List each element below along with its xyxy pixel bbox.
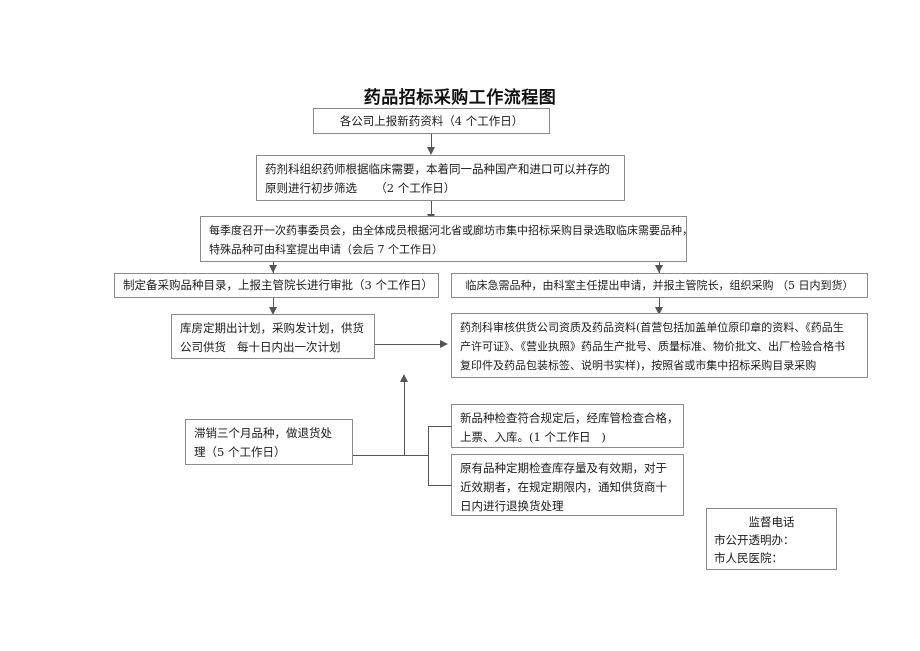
arrow-up-icon <box>400 374 408 382</box>
supervision-hospital-line: 市人民医院： <box>714 551 783 565</box>
connector-branch-join <box>428 426 429 486</box>
node-line: 理（5 个工作日） <box>194 445 286 459</box>
arrow-right-icon <box>440 340 448 348</box>
node-procurement-catalog-approval: 制定备采购品种目录，上报主管院长进行审批（3 个工作日） <box>114 273 439 298</box>
connector-n2-n3 <box>431 201 432 215</box>
node-urgent-clinical-items: 临床急需品种，由科室主任提出申请，并报主管院长，组织采购 （5 日内到货） <box>451 273 868 298</box>
connector-n9-branch <box>428 485 452 486</box>
node-line: 滞销三个月品种，做退货处 <box>194 426 332 440</box>
node-slow-moving-return: 滞销三个月品种，做退货处 理（5 个工作日） <box>185 419 353 465</box>
supervision-title: 监督电话 <box>748 515 795 529</box>
node-warehouse-plan-supply: 库房定期出计划，采购发计划，供货 公司供货 每十日内出一次计划 <box>171 314 375 359</box>
arrow-down-icon <box>655 265 663 273</box>
arrow-down-icon <box>655 307 663 315</box>
connector-n1-n2 <box>431 134 432 148</box>
node-line: 新品种检查符合规定后，经库管检查合格， <box>460 411 679 425</box>
arrow-down-icon <box>269 265 277 273</box>
node-line: 库房定期出计划，采购发计划，供货 <box>180 321 364 335</box>
supervision-office-line: 市公开透明办： <box>714 533 795 547</box>
node-line: 原有品种定期检查库存量及有效期，对于 <box>460 461 667 475</box>
node-line: 药剂科组织药师根据临床需要，本着同一品种国产和进口可以并存的 <box>265 162 610 176</box>
node-existing-item-expiry-check: 原有品种定期检查库存量及有效期，对于 近效期者，在规定期限内，通知供货商十 日内… <box>451 454 684 516</box>
node-line: 近效期者，在规定期限内，通知供货商十 <box>460 480 667 494</box>
node-pharmacy-preliminary-screening: 药剂科组织药师根据临床需要，本着同一品种国产和进口可以并存的 原则进行初步筛选 … <box>256 155 625 201</box>
node-quarterly-pharmacy-committee: 每季度召开一次药事委员会，由全体成员根据河北省或廊坊市集中招标采购目录选取临床需… <box>200 216 693 262</box>
connector-n4-n6 <box>273 298 274 310</box>
node-line: 临床急需品种，由科室主任提出申请，并报主管院长，组织采购 （5 日内到货） <box>465 279 854 292</box>
node-line: 制定备采购品种目录，上报主管院长进行审批（3 个工作日） <box>123 278 433 292</box>
connector-n8-branch <box>428 426 452 427</box>
connector-n5-n7 <box>659 298 660 310</box>
node-report-new-drug-data: 各公司上报新药资料（4 个工作日） <box>313 108 550 134</box>
connector-feedback-up-to-n6 <box>404 381 405 456</box>
page-title: 药品招标采购工作流程图 <box>363 88 557 108</box>
node-line: 药剂科审核供货公司资质及药品资料(首营包括加盖单位原印章的资料、《药品生 <box>460 321 844 334</box>
node-line: 特殊品种可由科室提出申请（会后 7 个工作日） <box>209 243 443 256</box>
node-line: 各公司上报新药资料（4 个工作日） <box>339 114 524 128</box>
arrow-down-icon <box>427 147 435 155</box>
node-line: 日内进行退换货处理 <box>460 499 564 513</box>
connector-branch-to-n10 <box>353 455 429 456</box>
node-line: 公司供货 每十日内出一次计划 <box>180 340 341 354</box>
node-line: 上票、入库。(1 个工作日 ) <box>460 430 606 444</box>
arrow-down-icon <box>269 307 277 315</box>
node-line: 产许可证》、《营业执照》药品生产批号、质量标准、物价批文、出厂检验合格书 <box>460 340 845 353</box>
node-new-item-inspection-storage: 新品种检查符合规定后，经库管检查合格， 上票、入库。(1 个工作日 ) <box>451 404 684 448</box>
connector-n6-n7 <box>375 344 441 345</box>
node-qualification-review: 药剂科审核供货公司资质及药品资料(首营包括加盖单位原印章的资料、《药品生 产许可… <box>451 313 868 378</box>
node-line: 原则进行初步筛选 （2 个工作日） <box>265 181 456 195</box>
node-line: 每季度召开一次药事委员会，由全体成员根据河北省或廊坊市集中招标采购目录选取临床需… <box>209 224 693 237</box>
node-line: 复印件及药品包装标签、说明书实样)，按照省或市集中招标采购目录采购 <box>460 359 817 372</box>
node-supervision-phone: 监督电话 市公开透明办： 市人民医院： <box>706 508 837 570</box>
